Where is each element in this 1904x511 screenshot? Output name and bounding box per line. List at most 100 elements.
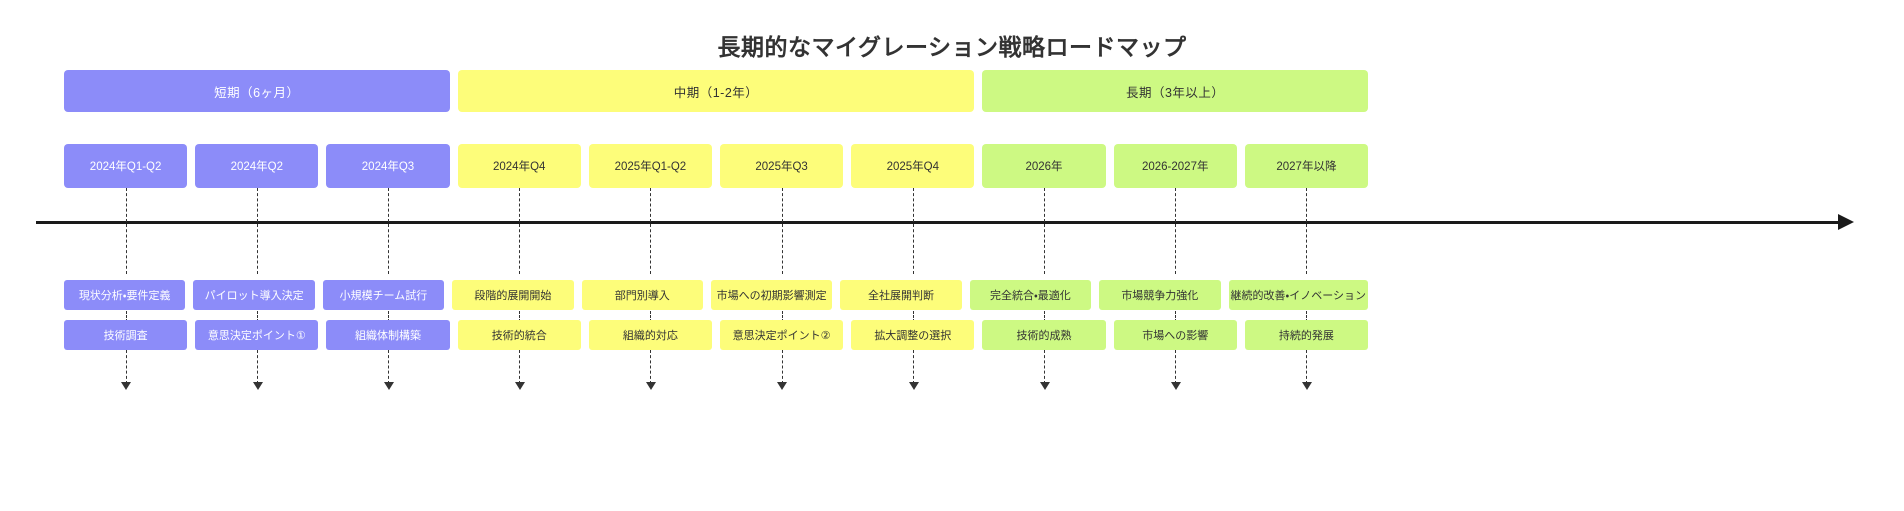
dashed-connector [125,311,127,322]
milestone-primary: 市場競争力強化 [1099,280,1221,310]
milestone-label: 市場への影響 [1142,330,1209,342]
milestone-label: 現状分析・要件定義 [78,290,171,302]
dashed-connector [125,350,127,384]
milestone-primary: 小規模チーム試行 [322,280,445,310]
dashed-connector [650,188,652,222]
connector-arrow-icon [1302,382,1313,390]
dashed-connector [650,311,652,322]
dashed-connector [1175,311,1177,322]
milestone-secondary: 拡大調整の選択 [851,320,975,350]
dashed-connector [912,350,914,384]
milestone-secondary: 技術的統合 [457,320,581,350]
period-box: 2025年Q3 [720,144,844,188]
period-label: 2025年Q1-Q2 [614,161,687,173]
period-box: 2026-2027年 [1113,144,1237,188]
milestone-primary: 部門別導入 [581,280,703,310]
milestone-label: 部門別導入 [614,290,670,302]
dashed-connector [1306,311,1308,322]
dashed-connector [1175,188,1177,222]
connector-arrow-icon [1039,382,1050,390]
dashed-connector [1306,224,1308,274]
phase-band: 短期（6ヶ月） 中期（1-2年） 長期（3年以上） [64,70,1368,112]
period-label: 2025年Q3 [755,161,808,173]
period-label: 2027年以降 [1276,161,1337,173]
dashed-connector [256,311,258,322]
dashed-connector [125,188,127,222]
dashed-connector [256,350,258,384]
dashed-connector [256,188,258,222]
milestone-label: 組織体制構築 [355,330,421,342]
milestone-secondary: 組織的対応 [588,320,713,350]
phase-label: 中期（1-2年） [673,85,759,100]
milestone-secondary: 市場への影響 [1113,320,1237,350]
milestone-secondary: 意思決定ポイント② [720,320,844,350]
dashed-connector [912,188,914,222]
milestone-label: 意思決定ポイント① [207,330,306,342]
connector-arrow-icon [1171,382,1181,390]
milestone-label: 継続的改善・イノベーション [1230,290,1367,302]
dashed-connector [912,224,914,274]
phase-label: 長期（3年以上） [1125,85,1225,100]
milestone-primary: 完全統合・最適化 [969,280,1092,310]
milestone-label: 全社展開判断 [868,290,935,302]
period-label: 2024年Q1-Q2 [89,161,162,173]
period-box: 2024年Q4 [457,144,581,188]
period-label: 2024年Q3 [361,161,415,173]
period-box: 2024年Q1-Q2 [64,144,188,188]
milestone-secondary: 組織体制構築 [326,320,450,350]
milestone-primary: 全社展開判断 [840,280,962,310]
milestone-label: 拡大調整の選択 [874,330,952,342]
dashed-connector [781,311,783,322]
period-box: 2027年以降 [1244,144,1369,188]
dashed-connector [1175,350,1177,384]
milestone-label: 完全統合・最適化 [990,290,1071,302]
milestone-label: 市場への初期影響測定 [716,290,827,302]
period-label: 2026-2027年 [1141,161,1209,173]
connector-arrow-icon [252,382,263,390]
dashed-connector [256,224,258,274]
dashed-connector [388,350,389,384]
timeline-arrow-icon [1838,214,1854,230]
milestone-label: 持続的発展 [1278,330,1334,342]
phase-bar-long: 長期（3年以上） [982,70,1368,112]
milestone-primary: 市場への初期影響測定 [710,280,833,310]
milestone-primary: パイロット導入決定 [193,280,315,310]
period-box: 2024年Q3 [326,144,450,188]
connector-arrow-icon [646,382,657,390]
dashed-connector [781,188,783,222]
phase-label: 短期（6ヶ月） [214,85,300,100]
dashed-connector [1306,188,1308,222]
milestone-label: 段階的展開開始 [474,290,552,302]
page-title: 長期的なマイグレーション戦略ロードマップ [717,34,1187,60]
phase-bar-mid: 中期（1-2年） [457,70,975,112]
dashed-connector [1044,188,1045,222]
period-label: 2024年Q2 [230,161,284,173]
connector-arrow-icon [383,382,394,390]
dashed-connector [125,224,127,274]
dashed-connector [650,350,652,384]
milestone-primary: 継続的改善・イノベーション [1228,280,1369,310]
milestone-label: 意思決定ポイント② [732,330,831,342]
milestone-label: 市場競争力強化 [1121,290,1199,302]
dashed-connector [519,188,521,222]
dashed-connector [912,311,914,322]
dashed-connector [1044,311,1045,322]
dashed-connector [519,224,521,274]
period-label: 2025年Q4 [886,161,940,173]
milestone-primary: 段階的展開開始 [452,280,574,310]
dashed-connector [1044,224,1045,274]
milestone-label: 技術的成熟 [1016,330,1072,342]
milestone-primary: 現状分析・要件定義 [64,280,186,310]
milestone-label: パイロット導入決定 [204,290,304,302]
period-label: 2026年 [1025,161,1063,173]
period-box: 2024年Q2 [195,144,319,188]
milestone-secondary: 意思決定ポイント① [195,320,319,350]
period-box: 2026年 [982,144,1106,188]
dashed-connector [781,350,783,384]
connector-arrow-icon [515,382,525,390]
dashed-connector [1306,350,1308,384]
period-box: 2025年Q1-Q2 [588,144,713,188]
connector-arrow-icon [121,382,132,390]
